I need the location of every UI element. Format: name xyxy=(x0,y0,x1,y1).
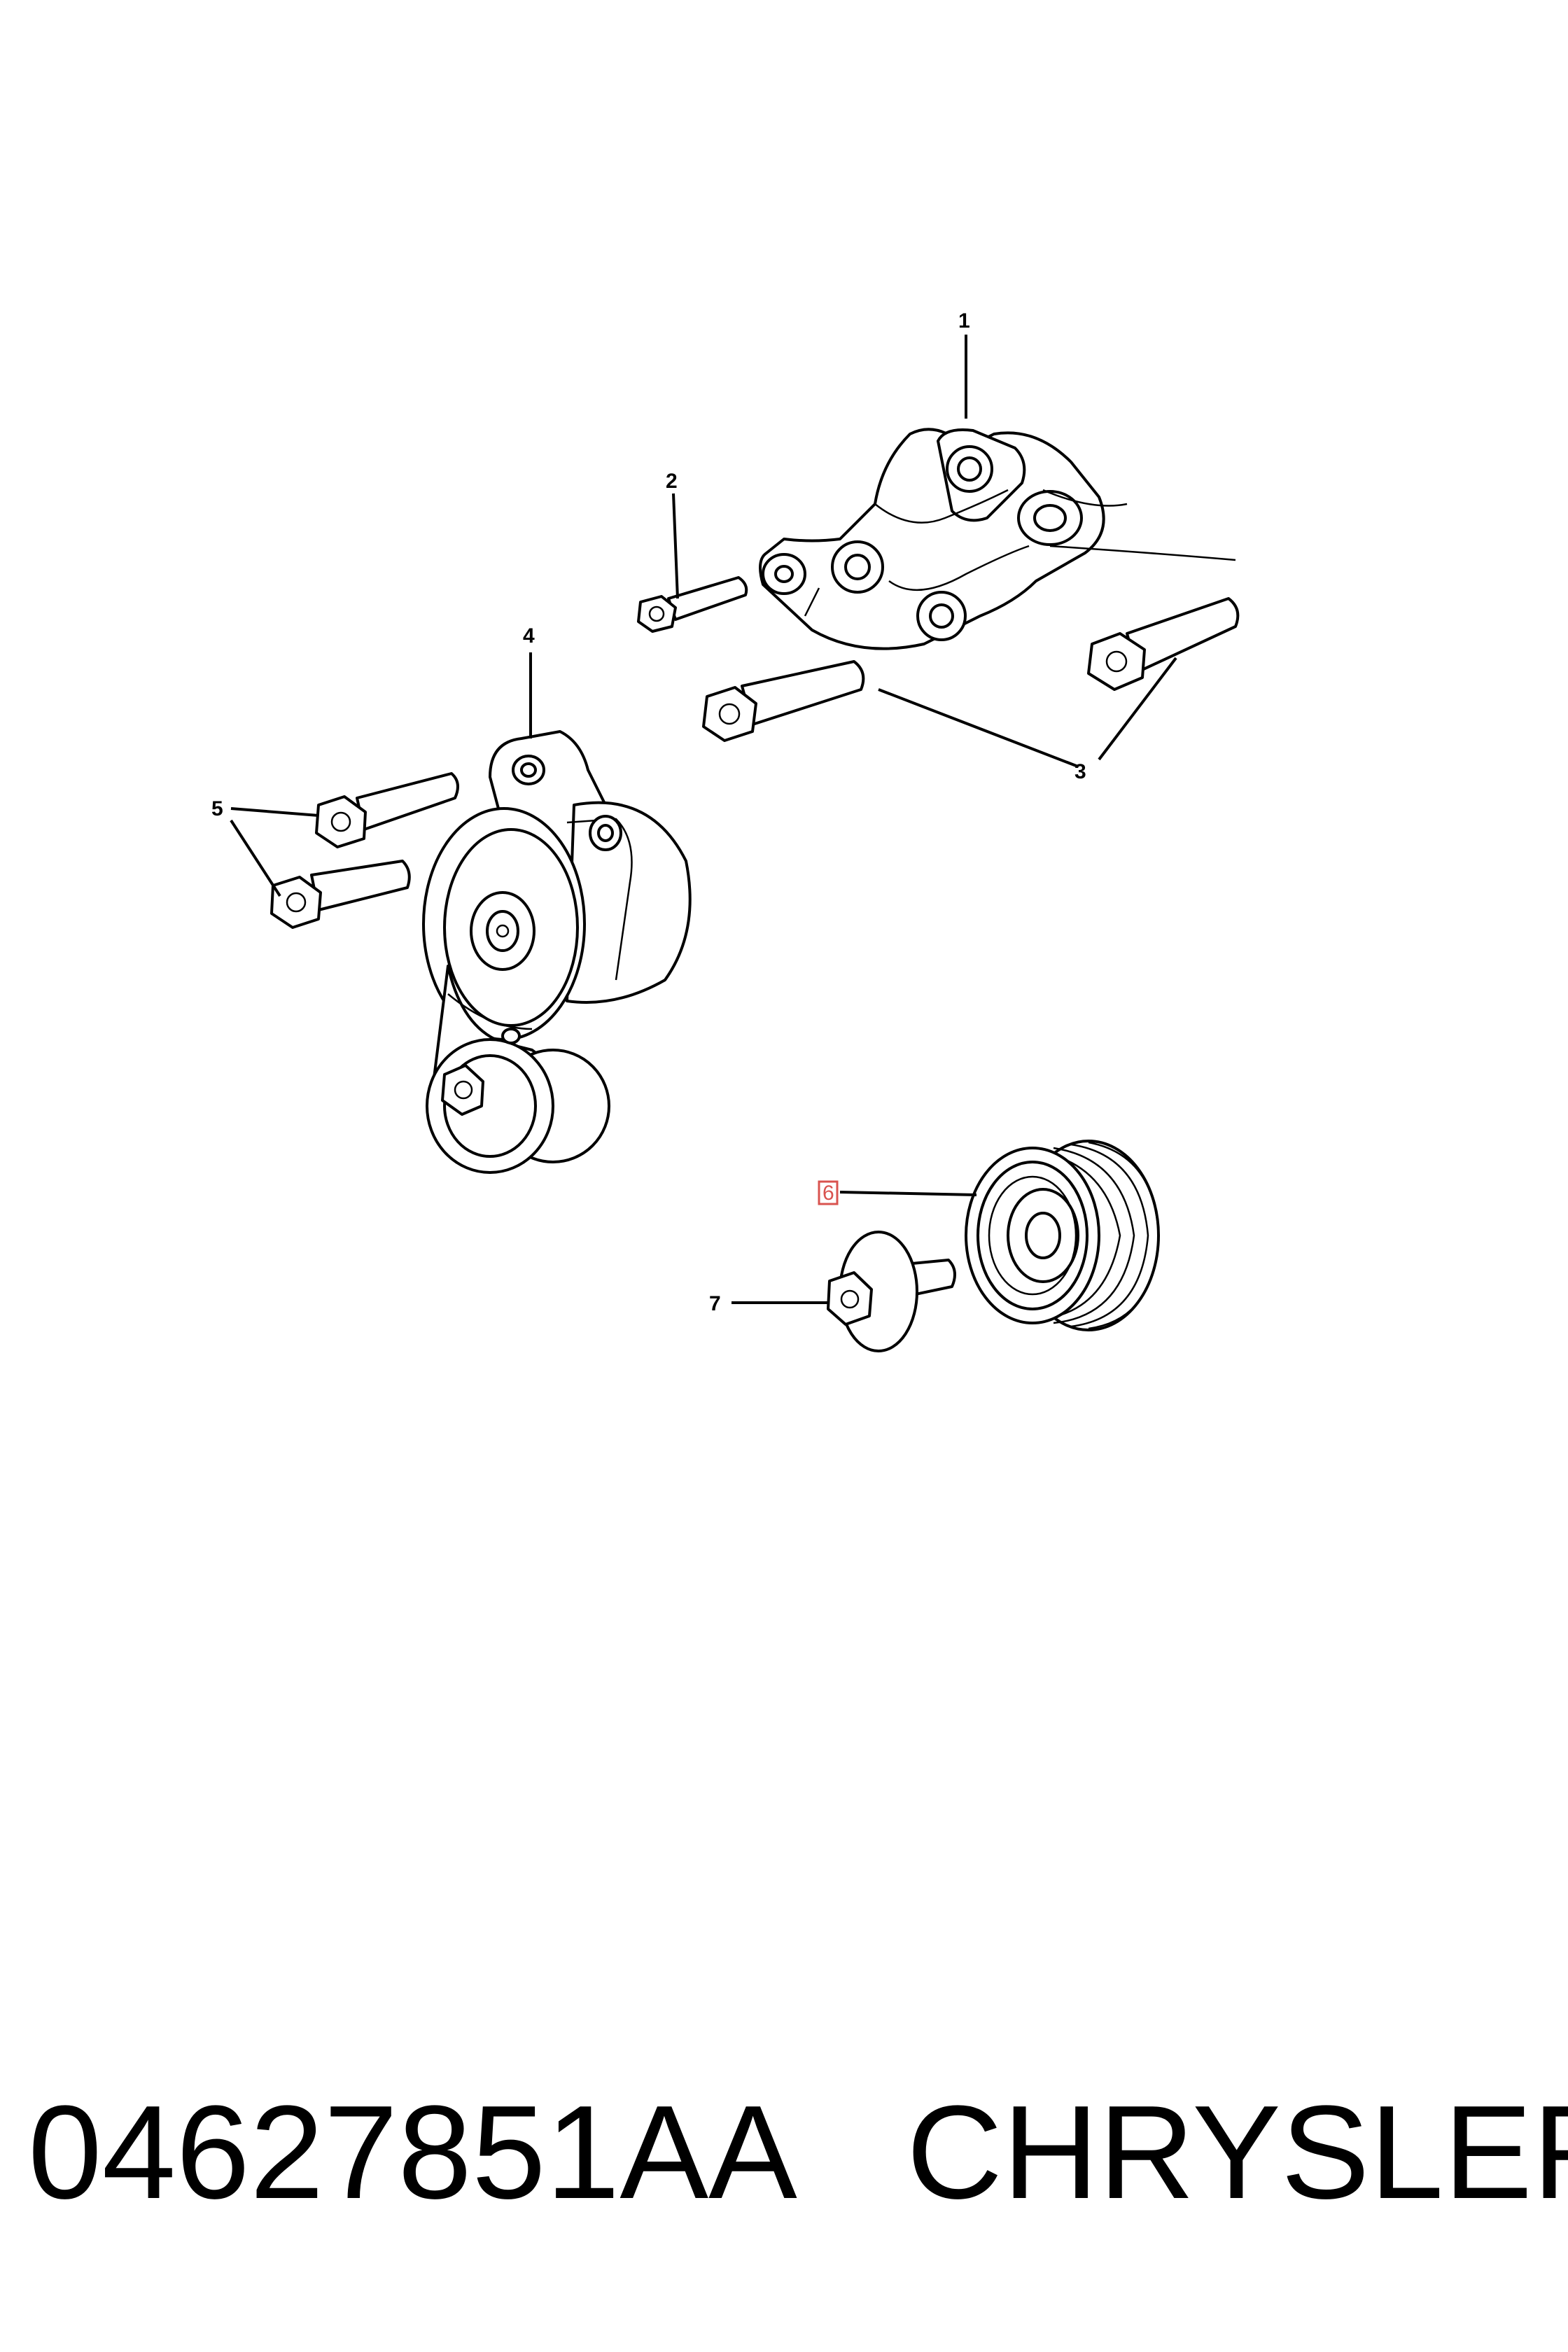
callout-6[interactable]: 6 xyxy=(822,1182,834,1205)
callout-4[interactable]: 4 xyxy=(523,624,535,648)
footer: 04627851AA CHRYSLER xyxy=(28,2072,1568,2233)
callout-3[interactable]: 3 xyxy=(1074,760,1086,783)
belt-tensioner xyxy=(422,730,692,1174)
mounting-bracket xyxy=(759,428,1236,650)
part-number: 04627851AA xyxy=(28,2078,797,2227)
callout-1[interactable]: 1 xyxy=(958,309,970,332)
callout-2[interactable]: 2 xyxy=(666,470,678,493)
bolt-3b xyxy=(1087,597,1240,691)
callout-6-highlight xyxy=(818,1180,839,1205)
bolt-5a xyxy=(315,772,459,848)
idler-pulley xyxy=(965,1140,1160,1331)
callout-5[interactable]: 5 xyxy=(211,797,223,820)
bolt-5b xyxy=(270,860,411,929)
callout-7[interactable]: 7 xyxy=(709,1292,721,1315)
bolt-2 xyxy=(637,576,748,633)
bolt-3a xyxy=(702,660,865,742)
brand-name: CHRYSLER xyxy=(906,2078,1568,2227)
pulley-bolt xyxy=(827,1231,956,1352)
